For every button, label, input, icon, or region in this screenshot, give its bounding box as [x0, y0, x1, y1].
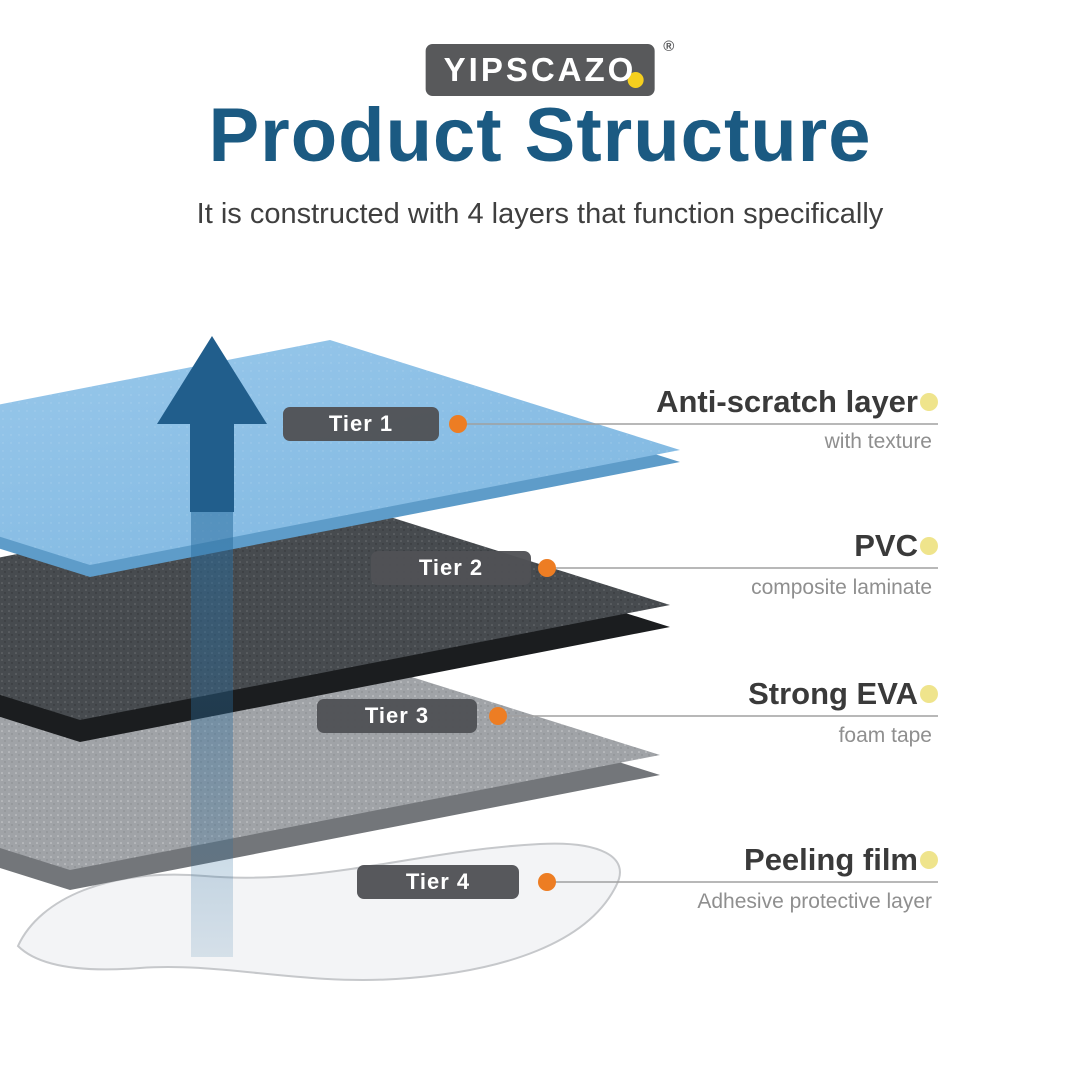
layer-4-name-text: Peeling film	[744, 842, 918, 877]
layer-3-name: Strong EVA	[748, 676, 938, 712]
layer-4-name: Peeling film	[744, 842, 938, 878]
connector-dot-3-icon	[489, 707, 507, 725]
brand-logo-text: YIPSCAZ	[443, 51, 608, 88]
logo-accent-icon	[627, 72, 644, 88]
page-title: Product Structure	[208, 93, 872, 178]
brand-logo-o: O	[607, 51, 644, 89]
yellow-dot-icon	[920, 851, 938, 869]
registered-mark: ®	[663, 38, 675, 55]
layer-1-name-text: Anti-scratch layer	[656, 384, 918, 419]
layer-2-name: PVC	[854, 528, 938, 564]
page-subtitle: It is constructed with 4 layers that fun…	[196, 198, 884, 230]
yellow-dot-icon	[920, 685, 938, 703]
layer-2-description: composite laminate	[751, 576, 932, 599]
layer-1-description: with texture	[824, 430, 932, 453]
tier-4-badge: Tier 4	[357, 865, 519, 899]
layer-4-description: Adhesive protective layer	[697, 890, 932, 913]
yellow-dot-icon	[920, 393, 938, 411]
connector-dot-2-icon	[538, 559, 556, 577]
layer-3-name-text: Strong EVA	[748, 676, 918, 711]
layer-1-name: Anti-scratch layer	[656, 384, 938, 420]
connector-dot-4-icon	[538, 873, 556, 891]
tier-2-badge: Tier 2	[371, 551, 531, 585]
layer-3-description: foam tape	[838, 724, 932, 747]
up-arrow-icon	[157, 336, 267, 512]
brand-logo-o-letter: O	[607, 51, 637, 88]
arrow-band	[191, 512, 233, 957]
tier-3-badge: Tier 3	[317, 699, 477, 733]
connector-dot-1-icon	[449, 415, 467, 433]
layer-2-name-text: PVC	[854, 528, 918, 563]
yellow-dot-icon	[920, 537, 938, 555]
layer1-texture	[0, 340, 680, 565]
tier-1-badge: Tier 1	[283, 407, 439, 441]
